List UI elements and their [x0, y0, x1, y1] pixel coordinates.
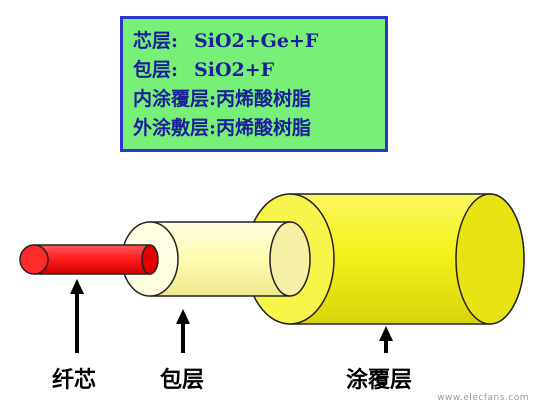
cladding-label: 包层 — [160, 368, 205, 393]
legend-key: 内涂覆层: — [133, 88, 217, 110]
legend-value: SiO2+Ge+F — [194, 30, 319, 52]
legend-row-cladding: 包层: SiO2+F — [133, 56, 375, 85]
coating-label: 涂覆层 — [346, 368, 413, 393]
legend-row-outer-coating: 外涂敷层:丙烯酸树脂 — [133, 114, 375, 143]
legend-value: 丙烯酸树脂 — [216, 88, 312, 110]
legend-key: 外涂敷层: — [133, 117, 217, 139]
watermark: www.elecfans.com — [437, 393, 529, 403]
core-label: 纤芯 — [52, 368, 97, 393]
legend-row-inner-coating: 内涂覆层:丙烯酸树脂 — [133, 85, 375, 114]
composition-legend: 芯层:SiO2+Ge+F 包层:SiO2+F 内涂覆层:丙烯酸树脂 外涂敷层:丙… — [120, 16, 388, 152]
legend-key: 包层: — [133, 59, 179, 81]
arrow-up-icon — [70, 279, 84, 353]
legend-key: 芯层: — [133, 30, 179, 52]
arrow-up-icon — [176, 309, 190, 353]
legend-value: SiO2+F — [194, 59, 275, 81]
core-layer — [19, 244, 159, 275]
legend-row-core: 芯层: SiO2+Ge+F — [133, 27, 375, 56]
arrow-up-icon — [379, 326, 393, 353]
legend-value: 丙烯酸树脂 — [216, 117, 312, 139]
